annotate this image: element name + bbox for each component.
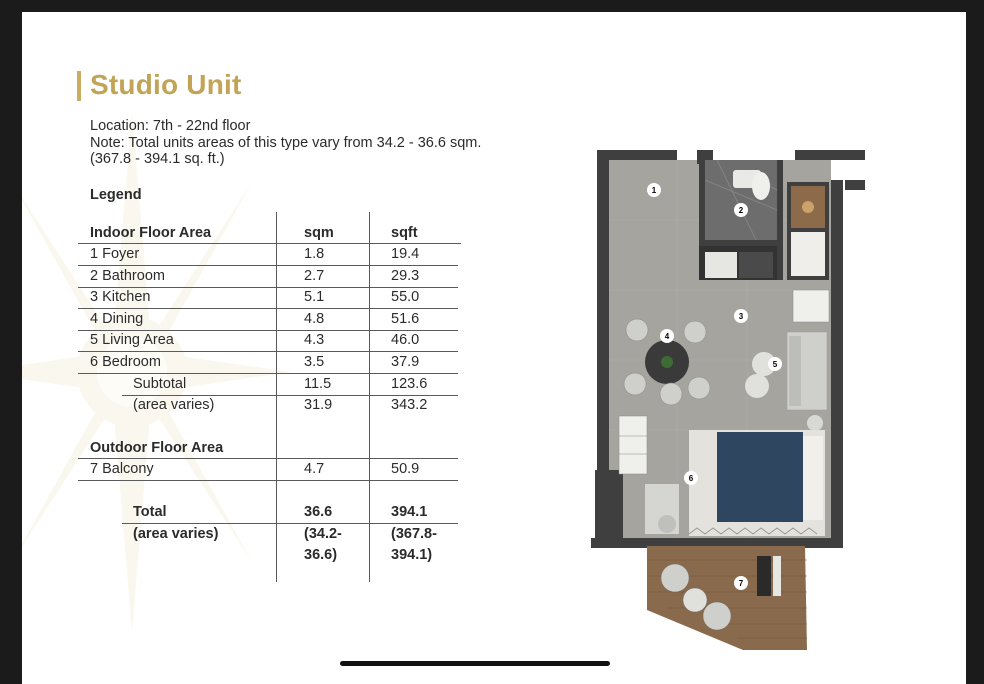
table-row-sqft: 19.4 bbox=[391, 246, 420, 262]
home-indicator[interactable] bbox=[340, 661, 610, 666]
table-row-sqm: 1.8 bbox=[304, 246, 325, 262]
room-marker-3: 3 bbox=[739, 312, 744, 321]
room-marker-5: 5 bbox=[773, 360, 778, 369]
total-sqm: 36.6 bbox=[304, 504, 333, 520]
sqm-header: sqm bbox=[304, 225, 334, 241]
row-rule bbox=[78, 351, 458, 352]
subtotal-varies-label: (area varies) bbox=[133, 397, 215, 413]
table-row-label: 7 Balcony bbox=[90, 461, 154, 477]
table-row-label: 2 Bathroom bbox=[90, 268, 165, 284]
subtotal-varies-sqft: 343.2 bbox=[391, 397, 428, 413]
total-varies-sqm-1: (34.2- bbox=[304, 526, 342, 542]
room-marker-4: 4 bbox=[665, 332, 670, 341]
room-marker-2: 2 bbox=[739, 206, 744, 215]
sun-watermark-icon bbox=[22, 112, 292, 632]
row-rule bbox=[78, 265, 458, 266]
table-divider bbox=[369, 212, 370, 582]
balcony bbox=[647, 546, 807, 650]
table-row-sqm: 3.5 bbox=[304, 354, 325, 370]
title-accent-bar bbox=[77, 71, 81, 101]
row-rule bbox=[122, 395, 458, 396]
table-row-sqft: 29.3 bbox=[391, 268, 420, 284]
table-row-sqm: 4.8 bbox=[304, 311, 325, 327]
legend-heading: Legend bbox=[90, 187, 142, 203]
total-sqft: 394.1 bbox=[391, 504, 428, 520]
note-text: Note: Total units areas of this type var… bbox=[90, 134, 482, 151]
total-varies-sqm-2: 36.6) bbox=[304, 547, 338, 563]
room-marker-6: 6 bbox=[689, 474, 694, 483]
row-rule bbox=[78, 373, 458, 374]
table-row-sqft: 46.0 bbox=[391, 332, 420, 348]
row-rule bbox=[78, 458, 458, 459]
table-row-label: 5 Living Area bbox=[90, 332, 174, 348]
subtotal-sqft: 123.6 bbox=[391, 376, 428, 392]
indoor-header: Indoor Floor Area bbox=[90, 225, 212, 241]
table-row-sqm: 4.3 bbox=[304, 332, 325, 348]
row-rule bbox=[78, 308, 458, 309]
table-row-label: 1 Foyer bbox=[90, 246, 140, 262]
subtotal-sqm: 11.5 bbox=[304, 376, 332, 392]
location-text: Location: 7th - 22nd floor bbox=[90, 118, 251, 134]
row-rule bbox=[78, 287, 458, 288]
table-row-sqm: 4.7 bbox=[304, 461, 325, 477]
document-page: Studio Unit Location: 7th - 22nd floor N… bbox=[22, 12, 966, 684]
bed bbox=[717, 432, 803, 522]
table-row-label: 6 Bedroom bbox=[90, 354, 161, 370]
floor-plan: 1 2 3 4 5 6 7 bbox=[591, 150, 865, 650]
page-title: Studio Unit bbox=[90, 69, 242, 100]
table-divider bbox=[276, 212, 277, 582]
table-row-sqft: 50.9 bbox=[391, 461, 420, 477]
row-rule bbox=[78, 330, 458, 331]
unit-info: Location: 7th - 22nd floor Note: Total u… bbox=[90, 118, 481, 168]
row-rule bbox=[122, 523, 458, 524]
row-rule bbox=[78, 243, 461, 244]
room-marker-7: 7 bbox=[739, 579, 744, 588]
subtotal-label: Subtotal bbox=[133, 376, 187, 392]
room-marker-1: 1 bbox=[652, 186, 657, 195]
table-row-sqm: 5.1 bbox=[304, 289, 325, 305]
row-rule bbox=[78, 480, 458, 481]
total-varies-sqft-1: (367.8- bbox=[391, 526, 437, 542]
table-row-sqft: 55.0 bbox=[391, 289, 420, 305]
outdoor-header: Outdoor Floor Area bbox=[90, 440, 224, 456]
total-varies-sqft-2: 394.1) bbox=[391, 547, 433, 563]
table-row-sqft: 37.9 bbox=[391, 354, 420, 370]
table-row-sqm: 2.7 bbox=[304, 268, 325, 284]
total-label: Total bbox=[133, 504, 167, 520]
table-row-label: 3 Kitchen bbox=[90, 289, 151, 305]
table-row-label: 4 Dining bbox=[90, 311, 144, 327]
sqft-header: sqft bbox=[391, 225, 418, 241]
note-sqft-text: (367.8 - 394.1 sq. ft.) bbox=[90, 151, 225, 167]
table-row-sqft: 51.6 bbox=[391, 311, 420, 327]
total-varies-label: (area varies) bbox=[133, 526, 219, 542]
subtotal-varies-sqm: 31.9 bbox=[304, 397, 333, 413]
